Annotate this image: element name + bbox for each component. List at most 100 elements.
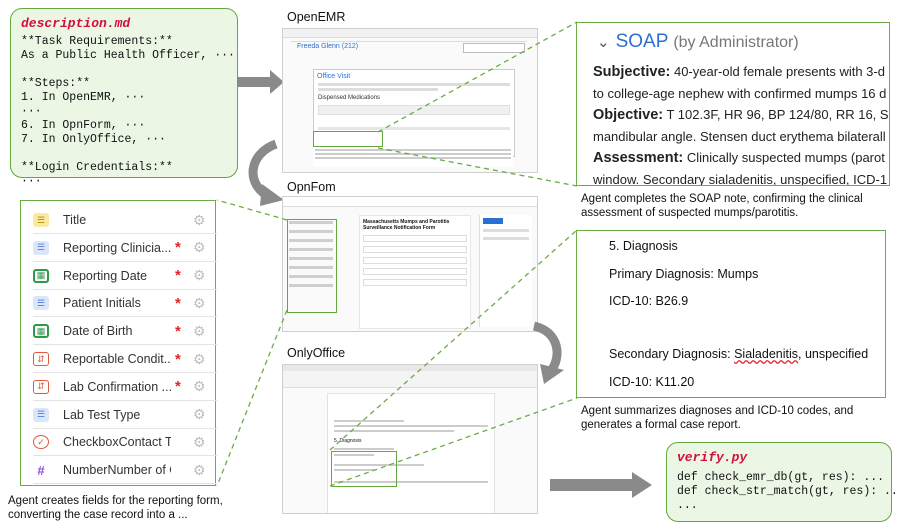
diagnosis-caption: Agent summarizes diagnoses and ICD-10 co… bbox=[581, 404, 897, 432]
fields-caption-line-2: converting the case record into a ... bbox=[8, 509, 188, 521]
calendar-icon: ▦ bbox=[33, 268, 49, 283]
chevron-down-icon: ⌄ bbox=[597, 34, 610, 51]
soap-line: Objective: T 102.3F, HR 96, BP 124/80, R… bbox=[593, 104, 889, 126]
select-icon: ⇵ bbox=[33, 352, 49, 366]
form-field-row[interactable]: ✓ CheckboxContact Tra... ⚙ bbox=[33, 429, 217, 457]
description-line: 6. In OpnForm, ··· bbox=[21, 119, 146, 132]
secondary-suffix: , unspecified bbox=[798, 347, 869, 361]
form-field-row[interactable]: ☰Patient Initials*⚙ bbox=[33, 290, 217, 318]
diagnosis-caption-line-2: generates a formal case report. bbox=[581, 419, 741, 431]
gear-icon[interactable]: ⚙ bbox=[193, 211, 206, 228]
form-field-row[interactable]: # NumberNumber of Cl... ⚙ bbox=[33, 457, 217, 485]
gear-icon[interactable]: ⚙ bbox=[193, 378, 206, 395]
verify-filename: verify.py bbox=[677, 450, 748, 465]
form-fields-list: ☰Title⚙☰Reporting Clinicia...*⚙▦Reportin… bbox=[20, 200, 217, 486]
opnform-screenshot: Massachusetts Mumps and Parotitis Survei… bbox=[282, 196, 538, 332]
soap-line: Assessment: Clinically suspected mumps (… bbox=[593, 147, 889, 169]
soap-author: (by Administrator) bbox=[673, 34, 799, 51]
gear-icon[interactable]: ⚙ bbox=[193, 433, 206, 450]
soap-line-label: Subjective: bbox=[593, 64, 671, 80]
select-icon: ⇵ bbox=[33, 379, 49, 394]
secondary-prefix: Secondary Diagnosis: bbox=[609, 347, 735, 361]
soap-zoom-panel: ⌄ SOAP (by Administrator) Subjective: 40-… bbox=[576, 22, 890, 186]
onlyoffice-heading: 5. Diagnosis bbox=[334, 438, 362, 444]
calendar-icon: ▦ bbox=[33, 324, 49, 339]
diagnosis-caption-line-1: Agent summarizes diagnoses and ICD-10 co… bbox=[581, 405, 854, 417]
hash-icon: # bbox=[37, 462, 45, 478]
fields-caption: Agent creates fields for the reporting f… bbox=[8, 494, 268, 522]
primary-icd-code: ICD-10: B26.9 bbox=[609, 294, 689, 308]
arrow-to-verify bbox=[550, 472, 652, 498]
form-field-label: Lab Confirmation ... bbox=[63, 379, 171, 394]
required-asterisk: * bbox=[175, 350, 181, 368]
diagnosis-heading: 5. Diagnosis bbox=[609, 239, 678, 253]
gear-icon[interactable]: ⚙ bbox=[193, 294, 206, 311]
text-icon: ☰ bbox=[33, 407, 49, 422]
description-line: As a Public Health Officer, ··· bbox=[21, 49, 235, 62]
description-line: **Steps:** bbox=[21, 77, 91, 90]
form-field-label: Reporting Date bbox=[63, 268, 148, 283]
arrow-opnform-to-onlyoffice bbox=[532, 321, 564, 384]
form-field-label: CheckboxContact Tra... bbox=[63, 435, 171, 450]
required-asterisk: * bbox=[175, 294, 181, 312]
openemr-patient: Freeda Glenn (212) bbox=[297, 43, 359, 50]
form-field-row[interactable]: ▦Date of Birth*⚙ bbox=[33, 318, 217, 346]
form-field-row[interactable]: ⇵Reportable Condit...*⚙ bbox=[33, 346, 217, 373]
verify-line: def check_emr_db(gt, res): ... bbox=[677, 471, 885, 484]
form-field-row[interactable]: ☰Title⚙ bbox=[33, 207, 217, 234]
checkbox-icon: ✓ bbox=[33, 435, 49, 450]
description-card: description.md **Task Requirements:**As … bbox=[10, 8, 238, 188]
description-filename: description.md bbox=[21, 16, 131, 31]
gear-icon[interactable]: ⚙ bbox=[193, 350, 206, 367]
required-asterisk: * bbox=[175, 378, 181, 396]
openemr-screenshot: Freeda Glenn (212) Office Visit Dispense… bbox=[282, 28, 538, 173]
soap-line-text: 40-year-old female presents with 3-d bbox=[670, 64, 885, 79]
arrow-openemr-to-opnform bbox=[248, 139, 284, 206]
description-line: 7. In OnlyOffice, ··· bbox=[21, 133, 166, 146]
form-field-label: Reporting Clinicia... bbox=[63, 240, 171, 255]
soap-caption: Agent completes the SOAP note, confirmin… bbox=[581, 192, 897, 220]
required-asterisk: * bbox=[175, 267, 181, 285]
onlyoffice-screenshot: 5. Diagnosis bbox=[282, 364, 538, 514]
required-asterisk: * bbox=[175, 322, 181, 340]
diagnosis-zoom-panel: 5. Diagnosis Primary Diagnosis: Mumps IC… bbox=[576, 230, 886, 398]
secondary-icd-code: ICD-10: K11.20 bbox=[609, 375, 695, 389]
soap-line-text: Clinically suspected mumps (parot bbox=[683, 150, 885, 165]
form-field-row[interactable]: ▦ Reporting Date * ⚙ bbox=[33, 263, 217, 290]
soap-title: SOAP bbox=[615, 31, 669, 52]
soap-header: ⌄ SOAP (by Administrator) bbox=[597, 31, 799, 53]
gear-icon[interactable]: ⚙ bbox=[193, 267, 206, 284]
secondary-diagnosis: Secondary Diagnosis: Sialadenitis, unspe… bbox=[609, 347, 868, 361]
form-field-row[interactable]: ⇵ Lab Confirmation ... * ⚙ bbox=[33, 374, 217, 401]
form-field-row[interactable]: ☰ Reporting Clinicia... * ⚙ bbox=[33, 235, 217, 262]
verify-line: def check_str_match(gt, res): ... bbox=[677, 485, 900, 498]
verify-card: verify.py def check_emr_db(gt, res): ...… bbox=[666, 442, 900, 522]
text-icon: ☰ bbox=[33, 240, 49, 255]
fields-caption-line-1: Agent creates fields for the reporting f… bbox=[8, 495, 223, 507]
gear-icon[interactable]: ⚙ bbox=[193, 406, 206, 423]
description-line: 1. In OpenEMR, ··· bbox=[21, 91, 146, 104]
soap-caption-line-2: assessment of suspected mumps/parotitis. bbox=[581, 207, 799, 219]
soap-line: Subjective: 40-year-old female presents … bbox=[593, 61, 889, 83]
gear-icon[interactable]: ⚙ bbox=[193, 239, 206, 256]
soap-line-text: mandibular angle. Stensen duct erythema … bbox=[593, 129, 886, 144]
soap-line-text: window. Secondary sialadenitis, unspecif… bbox=[593, 172, 888, 186]
soap-line-label: Objective: bbox=[593, 107, 664, 123]
soap-caption-line-1: Agent completes the SOAP note, confirmin… bbox=[581, 193, 863, 205]
form-field-row[interactable]: ☰Lab Test Type⚙ bbox=[33, 402, 217, 429]
gear-icon[interactable]: ⚙ bbox=[193, 461, 206, 478]
form-field-label: NumberNumber of Cl... bbox=[63, 463, 171, 478]
soap-line: mandibular angle. Stensen duct erythema … bbox=[593, 126, 889, 147]
secondary-term: Sialadenitis bbox=[734, 347, 799, 361]
text-icon: ☰ bbox=[33, 213, 49, 227]
opnform-title: OpnFom bbox=[287, 180, 336, 194]
gear-icon[interactable]: ⚙ bbox=[193, 322, 206, 339]
description-line: ··· bbox=[21, 105, 42, 118]
soap-line-text: to college-age nephew with confirmed mum… bbox=[593, 86, 887, 101]
openemr-section: Office Visit bbox=[317, 73, 351, 80]
arrow-to-openemr bbox=[238, 70, 284, 94]
opnform-form-title: Massachusetts Mumps and Parotitis Survei… bbox=[363, 219, 450, 231]
required-asterisk: * bbox=[175, 239, 181, 257]
openemr-title: OpenEMR bbox=[287, 10, 346, 24]
soap-line-label: Assessment: bbox=[593, 150, 684, 166]
